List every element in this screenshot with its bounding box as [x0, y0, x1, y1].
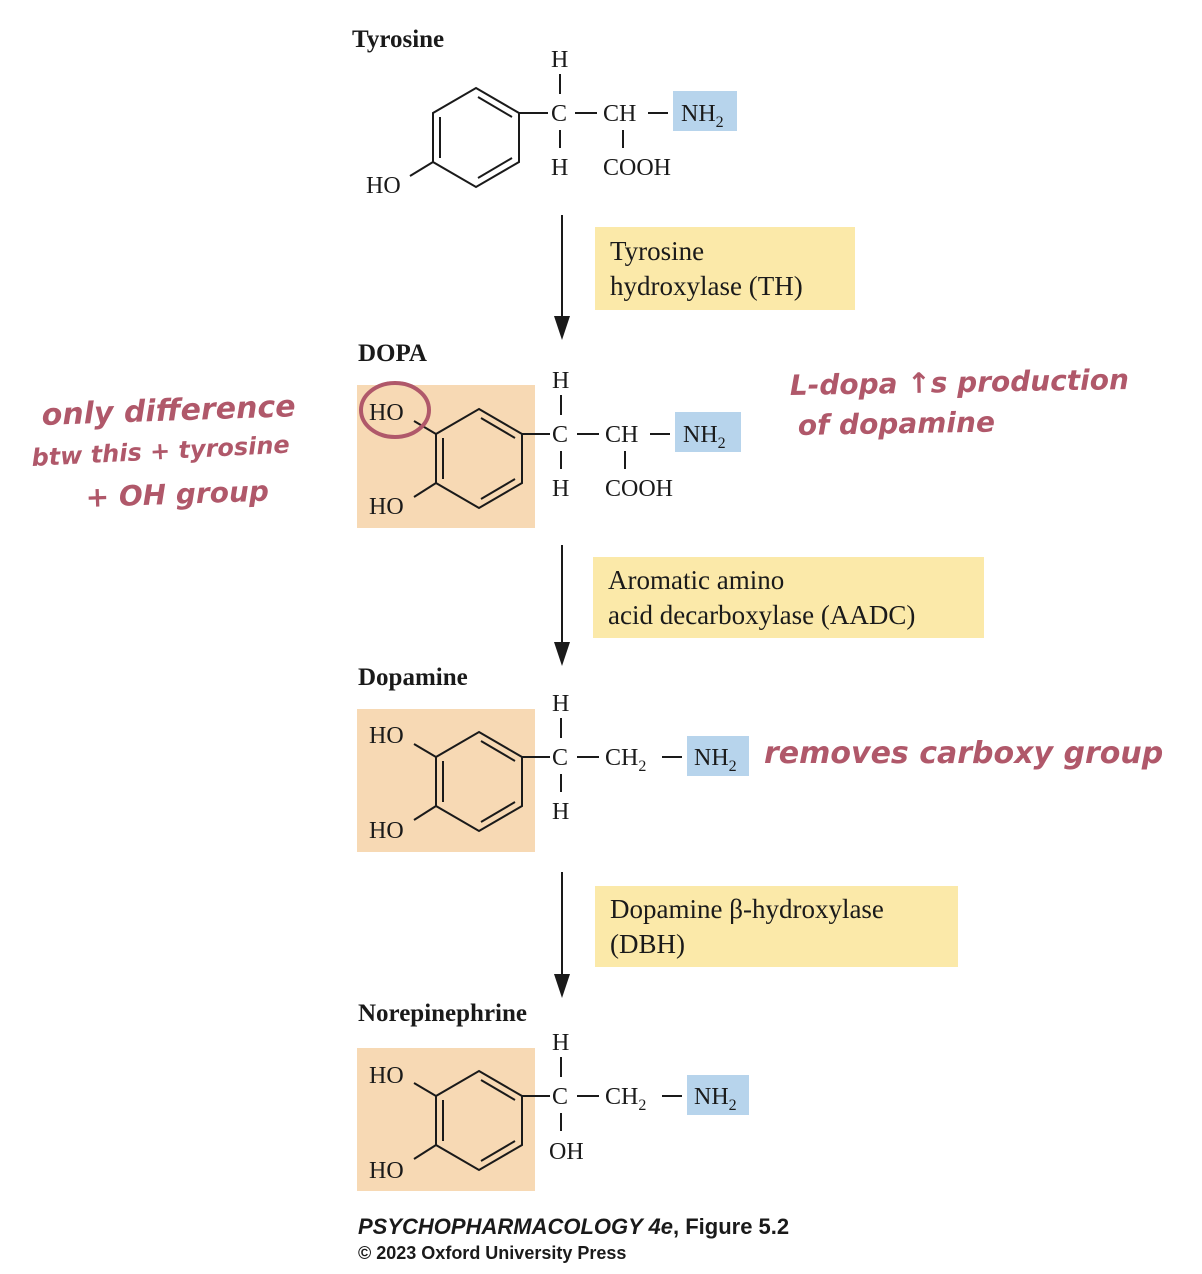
atom-h-bottom: H — [552, 799, 569, 825]
atom-h-bottom: H — [552, 476, 569, 502]
atom-ch2: CH2 — [605, 1084, 646, 1114]
enzyme-aadc-line2: acid decarboxylase (AADC) — [608, 600, 915, 630]
hydroxyl-group: HO — [366, 173, 401, 199]
carboxyl-group: COOH — [603, 155, 671, 181]
enzyme-th-line1: Tyrosine — [610, 236, 704, 266]
carboxyl-group: COOH — [605, 476, 673, 502]
credit-line1: PSYCHOPHARMACOLOGY 4e, Figure 5.2 — [358, 1214, 789, 1239]
norepinephrine-title: Norepinephrine — [358, 1000, 527, 1027]
dopa-title: DOPA — [358, 340, 427, 367]
catechol-highlight — [357, 709, 535, 852]
atom-c: C — [551, 101, 567, 127]
catechol-highlight — [357, 1048, 535, 1191]
hydroxyl-group: HO — [369, 494, 404, 520]
amine-highlight — [687, 736, 749, 776]
atom-h-top: H — [552, 368, 569, 394]
atom-h-bottom: H — [551, 155, 568, 181]
enzyme-box-aadc: Aromatic amino acid decarboxylase (AADC) — [593, 557, 984, 638]
figure-credit: PSYCHOPHARMACOLOGY 4e, Figure 5.2 © 2023… — [358, 1214, 789, 1263]
hydroxyl-group: HO — [369, 723, 404, 749]
credit-line2: © 2023 Oxford University Press — [358, 1243, 626, 1263]
atom-ch: CH — [605, 422, 638, 448]
hydroxyl-group: HO — [369, 1158, 404, 1184]
reaction-arrow-1 — [554, 215, 570, 340]
hydroxyl-group-added: HO — [369, 400, 404, 426]
hydroxyl-group: HO — [369, 1063, 404, 1089]
dopamine-title: Dopamine — [358, 664, 468, 691]
hydroxyl-group: HO — [369, 818, 404, 844]
enzyme-box-dbh: Dopamine β-hydroxylase (DBH) — [595, 886, 958, 967]
beta-hydroxyl-group: OH — [549, 1139, 584, 1165]
atom-h-top: H — [552, 691, 569, 717]
enzyme-dbh-line1: Dopamine β-hydroxylase — [610, 894, 884, 924]
note-left-line3: + OH group — [85, 475, 269, 514]
atom-c: C — [552, 745, 568, 771]
benzene-ring — [432, 86, 520, 189]
dopa-structure: DOPA HO HO H C H CH COOH NH2 — [357, 340, 741, 528]
norepinephrine-structure: Norepinephrine HO HO H C OH CH2 NH2 — [357, 1000, 749, 1191]
tyrosine-structure: Tyrosine HO H C H CH COOH NH2 — [352, 26, 737, 199]
enzyme-dbh-line2: (DBH) — [610, 929, 685, 959]
enzyme-box-th: Tyrosine hydroxylase (TH) — [595, 227, 855, 310]
amine-group: NH2 — [694, 1084, 737, 1114]
amine-group: NH2 — [694, 745, 737, 775]
note-right-line1: L-dopa ↑s production — [790, 363, 1130, 402]
note-carboxy: removes carboxy group — [764, 736, 1163, 771]
atom-h-top: H — [552, 1030, 569, 1056]
amine-group: NH2 — [683, 422, 726, 452]
note-left-line1: only difference — [41, 389, 296, 433]
enzyme-th-line2: hydroxylase (TH) — [610, 271, 803, 301]
tyrosine-title: Tyrosine — [352, 26, 444, 53]
amine-highlight — [687, 1075, 749, 1115]
atom-c: C — [552, 422, 568, 448]
atom-ch: CH — [603, 101, 636, 127]
atom-c: C — [552, 1084, 568, 1110]
handwritten-note-left: only difference btw this + tyrosine + OH… — [31, 389, 296, 514]
amine-highlight — [675, 412, 741, 452]
amine-highlight — [673, 91, 737, 131]
amine-group: NH2 — [681, 101, 724, 131]
handwritten-note-carboxy: removes carboxy group — [764, 736, 1163, 771]
atom-h-top: H — [551, 47, 568, 73]
note-right-line2: of dopamine — [798, 406, 996, 442]
catechol-highlight — [357, 385, 535, 528]
reaction-arrow-3 — [554, 872, 570, 998]
atom-ch2: CH2 — [605, 745, 646, 775]
annotation-circle — [359, 381, 431, 439]
note-left-line2: btw this + tyrosine — [31, 431, 291, 472]
dopamine-structure: Dopamine HO HO H C H CH2 NH2 — [357, 664, 749, 852]
handwritten-note-right: L-dopa ↑s production of dopamine — [790, 363, 1130, 442]
reaction-arrow-2 — [554, 545, 570, 666]
enzyme-aadc-line1: Aromatic amino — [608, 565, 784, 595]
